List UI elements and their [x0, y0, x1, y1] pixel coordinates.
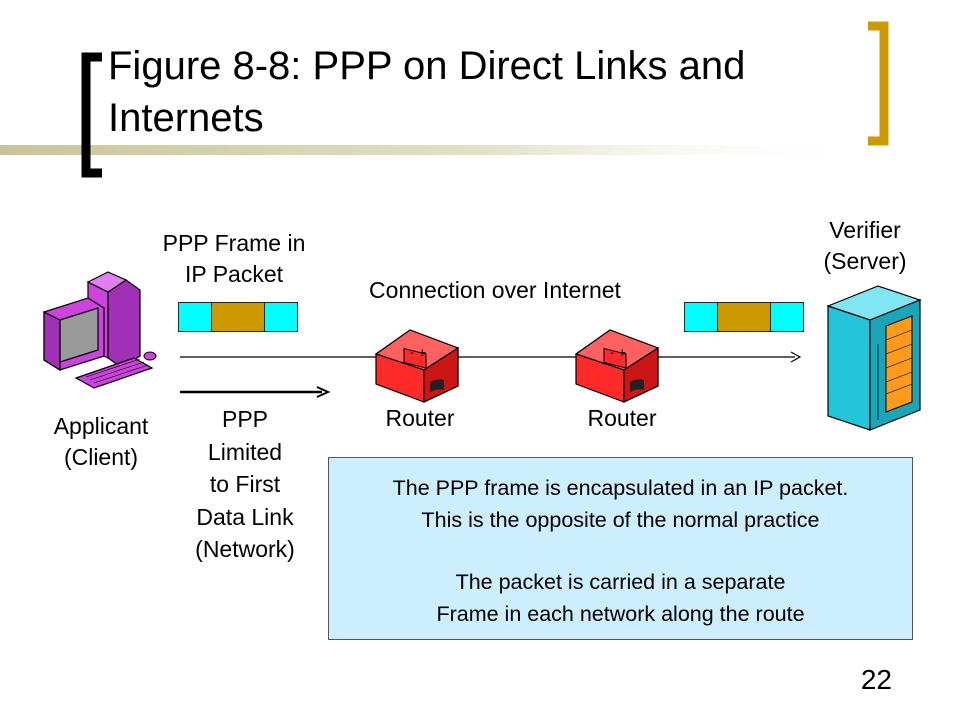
- title-underline: [0, 145, 870, 155]
- right-bracket: [868, 21, 889, 146]
- frame-payload: [717, 303, 771, 331]
- explanation-line-3: The packet is carried in a separate: [455, 570, 786, 594]
- applicant-label: Applicant (Client): [36, 411, 166, 473]
- svg-text:- +: - +: [410, 346, 427, 359]
- ppp-frame-right: [684, 302, 804, 332]
- ppp-frame-label-line-2: IP Packet: [184, 261, 284, 287]
- desktop-computer-icon: [43, 271, 157, 389]
- applicant-label-line-2: (Client): [63, 444, 139, 470]
- explanation-line-1: The PPP frame is encapsulated in an IP p…: [392, 476, 849, 500]
- ppp-limited-line-1: PPP: [221, 406, 269, 432]
- ppp-first-link-arrowhead: [316, 386, 331, 398]
- title-line-1: Figure 8-8: PPP on Direct Links and: [108, 44, 746, 88]
- server-tower-icon: [826, 285, 922, 431]
- frame-trailer: [265, 303, 297, 331]
- router-label-1: Router: [385, 405, 455, 431]
- explanation-line-4: Frame in each network along the route: [436, 602, 805, 626]
- page-number: 22: [860, 664, 892, 695]
- applicant-label-line-1: Applicant: [53, 413, 149, 439]
- ppp-limited-line-4: Data Link: [196, 503, 294, 530]
- frame-trailer: [771, 303, 803, 331]
- title-line-2: Internets: [108, 96, 264, 140]
- left-bracket: [81, 52, 102, 178]
- verifier-label: Verifier (Server): [800, 215, 930, 277]
- router-icon: - +: [374, 329, 460, 403]
- explanation-line-2: This is the opposite of the normal pract…: [421, 508, 820, 532]
- frame-payload: [211, 303, 265, 331]
- ppp-limited-line-2: Limited: [207, 438, 283, 465]
- frame-header: [179, 303, 211, 331]
- connection-label: Connection over Internet: [369, 277, 621, 303]
- svg-text:- +: - +: [610, 346, 627, 359]
- ppp-limited-line-3: to First: [209, 471, 281, 497]
- frame-header: [685, 303, 717, 331]
- ppp-limited-line-5: (Network): [195, 536, 295, 562]
- router-icon: - +: [574, 329, 660, 403]
- ppp-frame-left: [178, 302, 298, 332]
- ppp-frame-label-line-1: PPP Frame in: [162, 230, 306, 256]
- verifier-label-line-1: Verifier: [829, 217, 901, 243]
- ppp-limited-label: PPP Limited to First Data Link (Network): [176, 403, 314, 566]
- verifier-label-line-2: (Server): [823, 248, 907, 274]
- ppp-frame-label: PPP Frame in IP Packet: [140, 228, 328, 290]
- internet-connection-arrowhead: [790, 351, 802, 363]
- page-title: Figure 8-8: PPP on Direct Links and Inte…: [108, 40, 868, 144]
- explanation-box: The PPP frame is encapsulated in an IP p…: [328, 457, 913, 640]
- explanation-spacer: [329, 536, 912, 566]
- router-label-2: Router: [587, 405, 657, 431]
